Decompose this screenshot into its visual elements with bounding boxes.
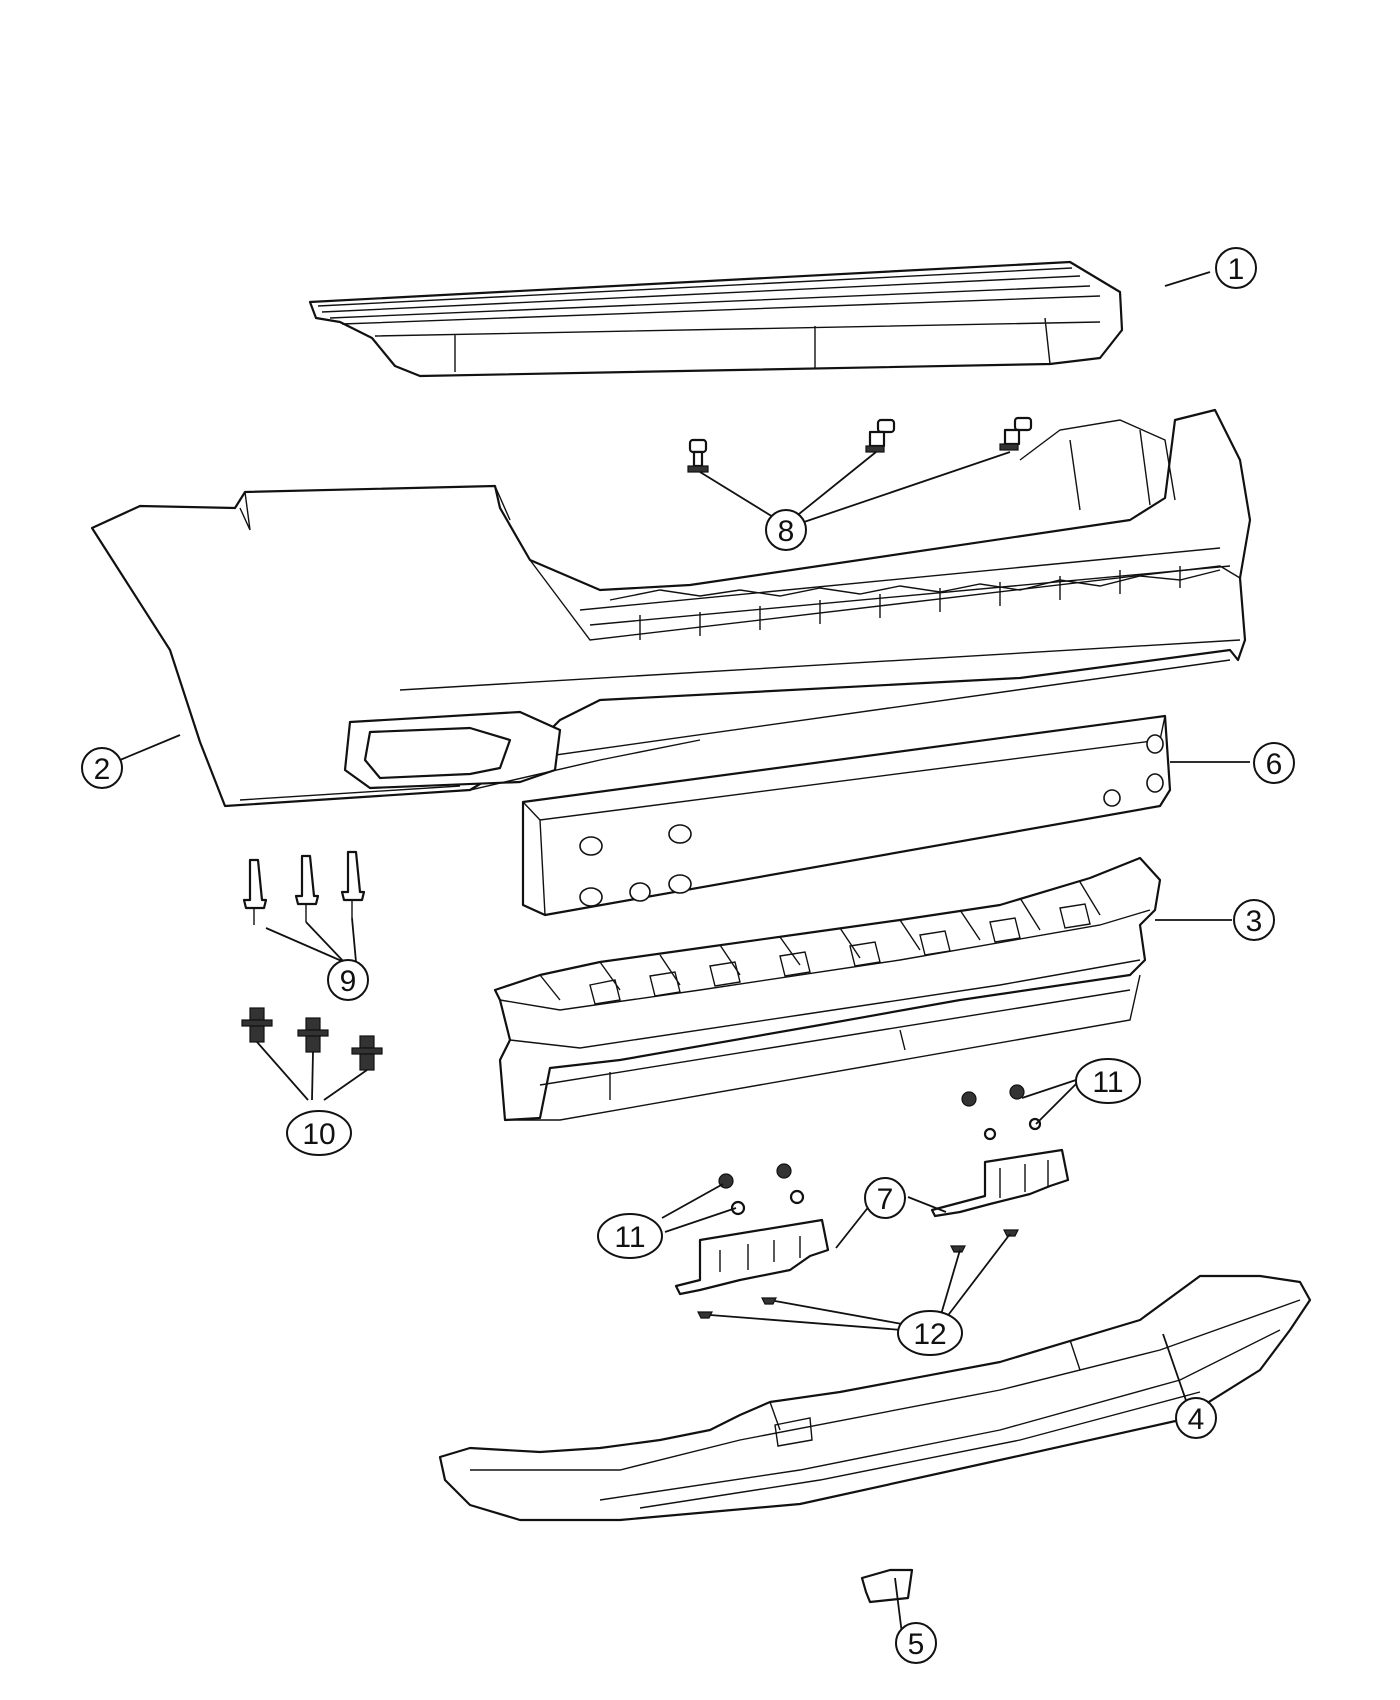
svg-text:1: 1 [1228,253,1245,286]
callout-3: 3 [1233,899,1275,941]
part-5-tow-hook-cover [860,1568,914,1604]
clip-icon [297,1017,329,1053]
callout-5: 5 [895,1622,937,1664]
svg-text:8: 8 [778,515,795,548]
svg-text:4: 4 [1188,1403,1205,1436]
part-4-lower-valance [438,1274,1312,1522]
svg-text:12: 12 [913,1318,946,1351]
callout-11-right: 11 [1075,1058,1141,1104]
svg-text:9: 9 [340,965,357,998]
push-pin-icon [865,418,896,453]
callout-11-left: 11 [597,1213,663,1259]
callout-6: 6 [1253,742,1295,784]
svg-text:3: 3 [1246,905,1263,938]
svg-text:7: 7 [877,1183,894,1216]
part-9-rivets [242,850,366,925]
svg-text:11: 11 [614,1221,645,1254]
part-1-step-pad [308,260,1124,378]
svg-text:10: 10 [302,1118,335,1151]
rivet-icon [294,854,320,922]
callout-1: 1 [1215,247,1257,289]
part-8-push-pins [687,416,1033,473]
part-11-nuts [718,1084,1042,1216]
callout-12: 12 [897,1310,963,1356]
svg-text:11: 11 [1092,1066,1123,1099]
callout-10: 10 [286,1110,352,1156]
svg-text:6: 6 [1266,748,1283,781]
svg-text:5: 5 [908,1628,925,1661]
part-2-bumper-fascia [90,408,1252,808]
callout-4: 4 [1175,1397,1217,1439]
svg-text:2: 2 [94,753,111,786]
callout-8: 8 [765,509,807,551]
part-7-brackets [674,1148,1070,1296]
callout-9: 9 [327,959,369,1001]
clip-icon [241,1007,273,1043]
callout-2: 2 [81,747,123,789]
clip-icon [351,1035,383,1071]
rivet-icon [340,850,366,918]
part-3-energy-absorber [493,856,1162,1122]
leader-lines [119,271,1250,1635]
push-pin-icon [687,438,709,473]
part-6-reinforcement-beam [521,714,1172,917]
callout-7: 7 [864,1177,906,1219]
push-pin-icon [999,416,1033,451]
rivet-icon [242,858,268,925]
part-12-screws [697,1229,1019,1319]
